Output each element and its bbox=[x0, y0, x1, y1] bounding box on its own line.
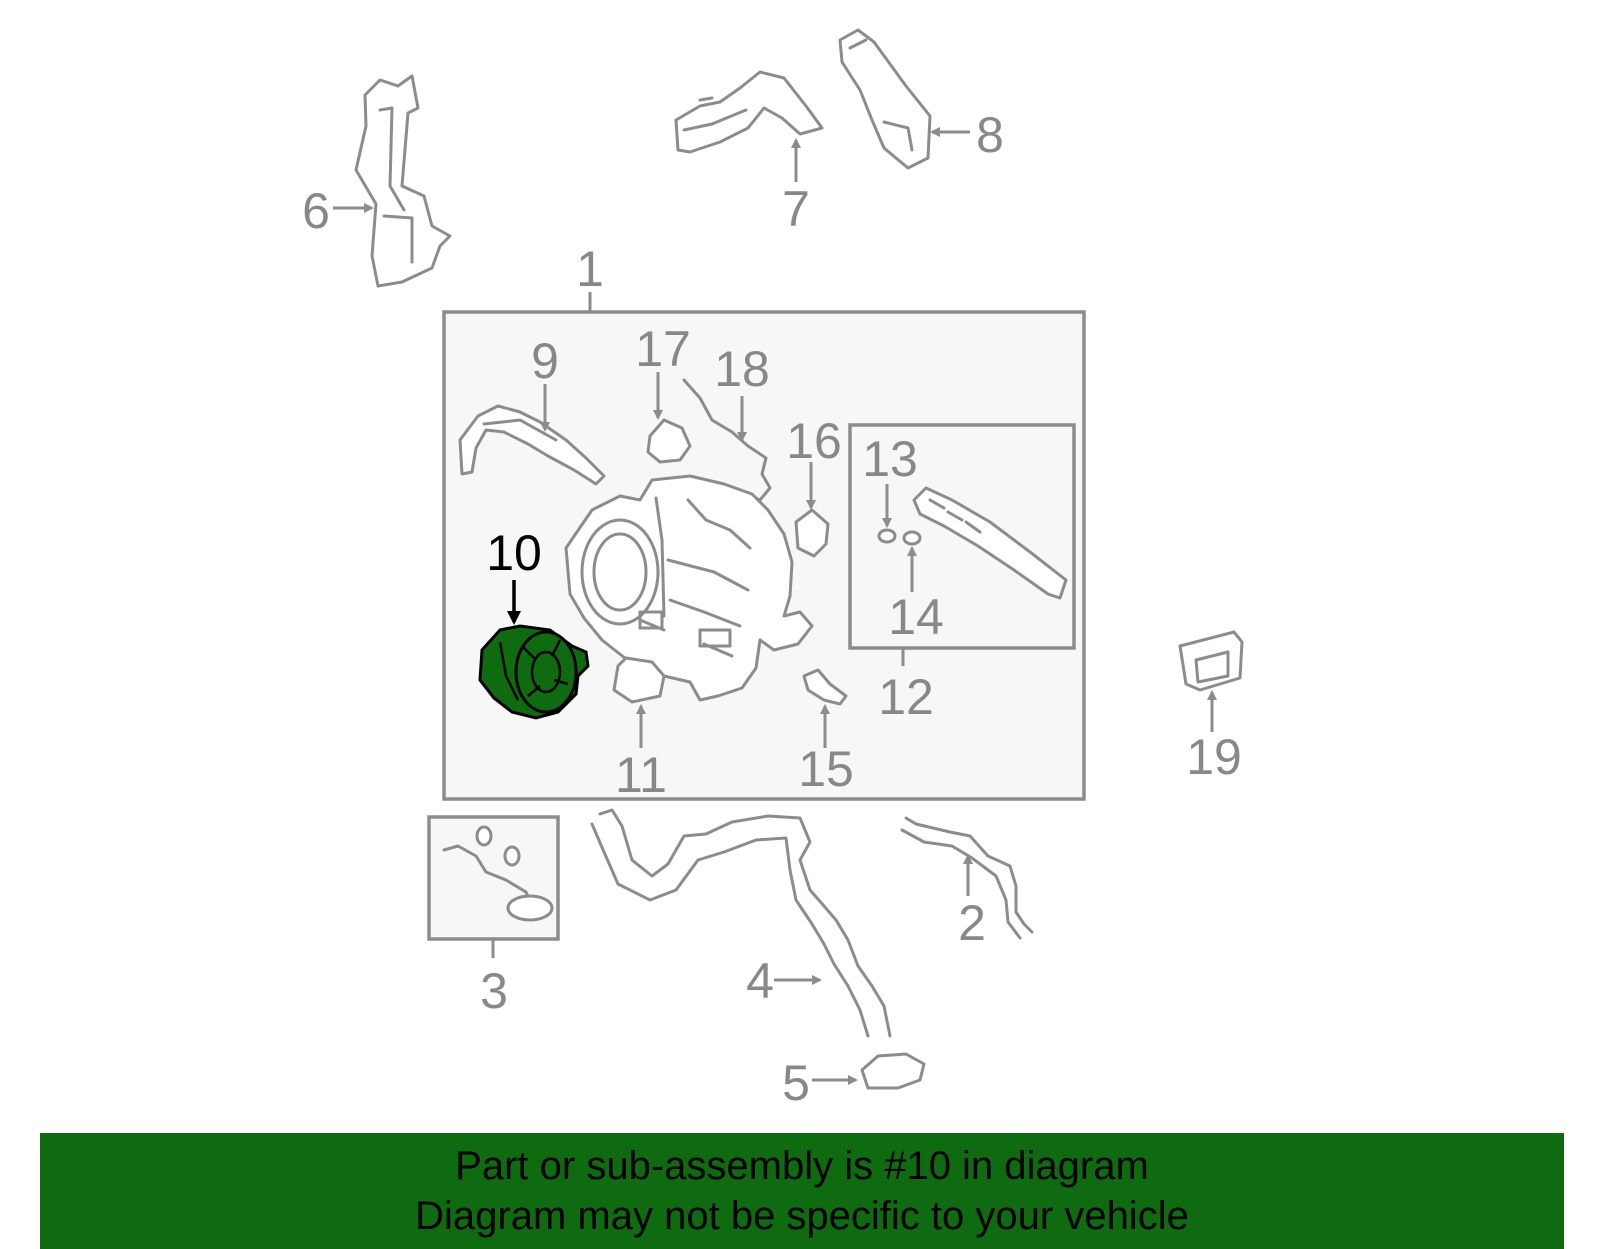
callout-4: 4 bbox=[746, 953, 774, 1009]
callout-7: 7 bbox=[782, 181, 810, 237]
callout-5: 5 bbox=[782, 1055, 810, 1111]
part-3-hose bbox=[442, 825, 554, 922]
banner-line-2: Diagram may not be specific to your vehi… bbox=[415, 1194, 1189, 1238]
callout-3: 3 bbox=[480, 963, 508, 1019]
callout-10: 10 bbox=[486, 525, 542, 581]
part-15-sensor bbox=[802, 668, 848, 748]
part-12-pipe bbox=[912, 486, 1068, 600]
callout-18: 18 bbox=[714, 341, 770, 397]
callout-12: 12 bbox=[878, 669, 934, 725]
callout-16: 16 bbox=[786, 413, 842, 469]
part-4-lines bbox=[590, 808, 892, 1038]
part-19-bracket bbox=[1178, 630, 1244, 732]
part-2-hose bbox=[900, 816, 1034, 940]
callout-15: 15 bbox=[798, 741, 854, 797]
callout-14: 14 bbox=[888, 589, 944, 645]
part-9-bracket bbox=[458, 384, 606, 486]
callout-2: 2 bbox=[958, 895, 986, 951]
part-14-oring bbox=[902, 530, 922, 592]
callout-17: 17 bbox=[635, 321, 691, 377]
callout-8: 8 bbox=[976, 107, 1004, 163]
part-17-actuator bbox=[646, 372, 692, 464]
part-16-sensor bbox=[794, 462, 830, 558]
part-7-duct bbox=[674, 70, 824, 182]
callout-19: 19 bbox=[1186, 729, 1242, 785]
callout-13: 13 bbox=[862, 431, 918, 487]
part-6-duct bbox=[333, 74, 452, 288]
part-8-duct bbox=[838, 28, 970, 170]
part-13-oring bbox=[877, 484, 897, 544]
callout-1: 1 bbox=[576, 241, 604, 297]
assembly-frame-3 bbox=[427, 815, 560, 958]
callout-9: 9 bbox=[531, 333, 559, 389]
part-5-grommet bbox=[812, 1052, 926, 1090]
banner-line-1: Part or sub-assembly is #10 in diagram bbox=[455, 1144, 1149, 1188]
callout-11: 11 bbox=[615, 747, 667, 803]
info-banner: Part or sub-assembly is #10 in diagram D… bbox=[40, 1133, 1564, 1249]
part-10-blower-motor bbox=[478, 580, 590, 720]
part-11-resistor bbox=[612, 656, 666, 748]
callout-6: 6 bbox=[302, 183, 330, 239]
